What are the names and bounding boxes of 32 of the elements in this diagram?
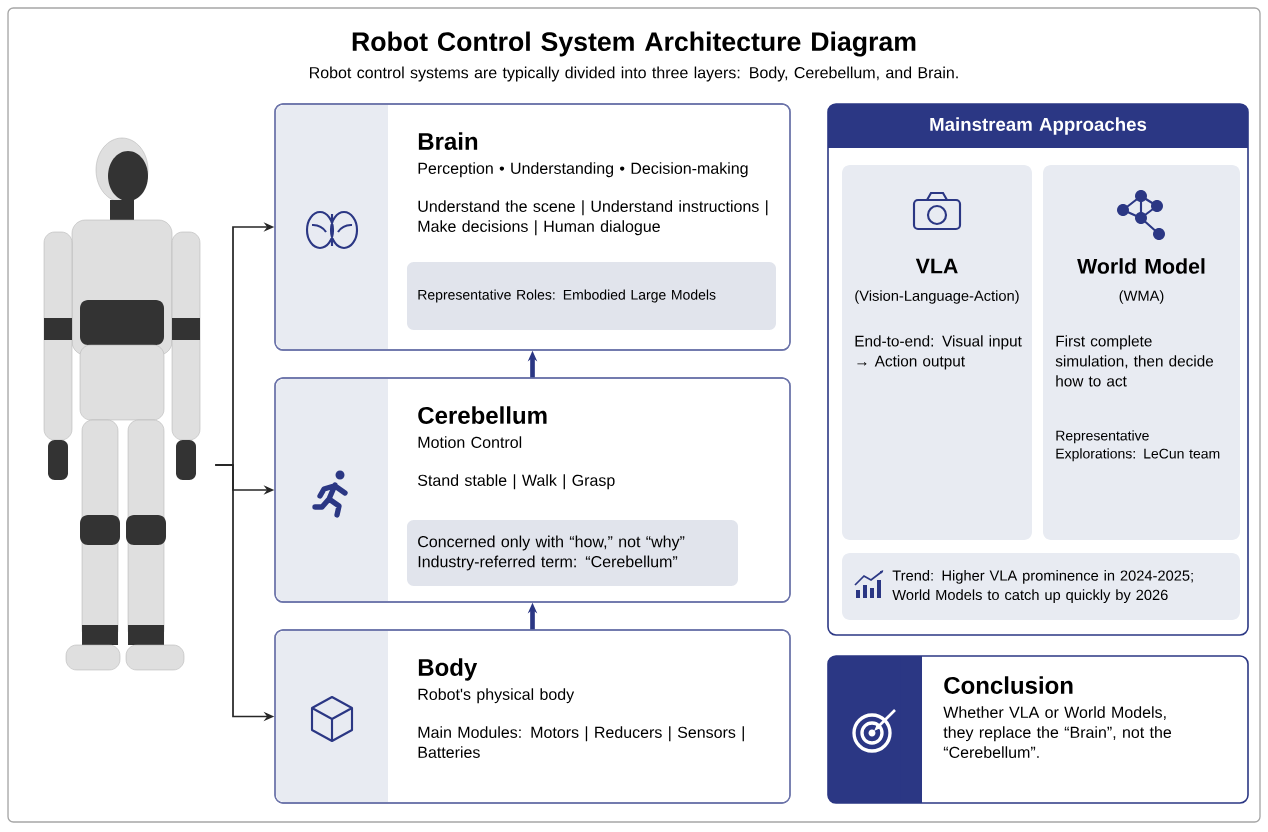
note-text: Representative Roles: Embodied Large Models — [418, 289, 716, 303]
layer-box — [274, 629, 791, 804]
layer-subtitle: Motion Control — [418, 436, 522, 448]
card-subtitle: (WMA) — [1119, 290, 1164, 304]
layer-description: Main Modules: Motors | Reducers | Sensors | Batteries — [418, 726, 744, 758]
layer-description: Stand stable | Walk | Grasp — [418, 474, 615, 490]
conclusion-heading: Conclusion — [944, 676, 1073, 694]
layer-heading: Brain — [418, 132, 478, 150]
approach-card — [842, 165, 1032, 540]
note-box — [407, 262, 776, 330]
panel-heading: Mainstream Approaches — [930, 117, 1147, 135]
layer-description: Understand the scene | Understand instructions | Make decisions | Human dialogue — [418, 200, 768, 236]
card-heading: VLA — [915, 258, 958, 274]
robot-drawing — [43, 137, 201, 671]
card-note: Representative Explorations: LeCun team — [1056, 430, 1220, 462]
card-heading: World Model — [1077, 258, 1205, 274]
layer-subtitle: Perception • Understanding • Decision-making — [418, 162, 748, 178]
conclusion-box — [827, 655, 1249, 804]
conclusion-text: Whether VLA or World Models, they replace the “Brain”, not the “Cerebellum”. — [943, 706, 1172, 758]
layer-heading: Body — [418, 658, 478, 681]
trend-box — [842, 553, 1240, 620]
card-subtitle: (Vision-Language-Action) — [855, 290, 1019, 304]
subtitle: Robot control systems are typically divided into three layers: Body, Cerebellum, and Brain. — [310, 66, 958, 82]
note-box — [407, 520, 738, 586]
card-description: End-to-end: Visual input → Action output — [855, 335, 1022, 370]
note-text: Concerned only with “how,” not “why” Industry-referred term: “Cerebellum” — [418, 535, 685, 571]
layer-heading: Cerebellum — [418, 406, 547, 424]
layer-subtitle: Robot's physical body — [418, 688, 575, 704]
trend-text: Trend: Higher VLA prominence in 2024-2025; World Models to catch up quickly by 2026 — [892, 570, 1193, 603]
title: Robot Control System Architecture Diagram — [352, 31, 916, 57]
approach-card — [1043, 165, 1240, 540]
card-description: First complete simulation, then decide how to act — [1055, 335, 1214, 387]
